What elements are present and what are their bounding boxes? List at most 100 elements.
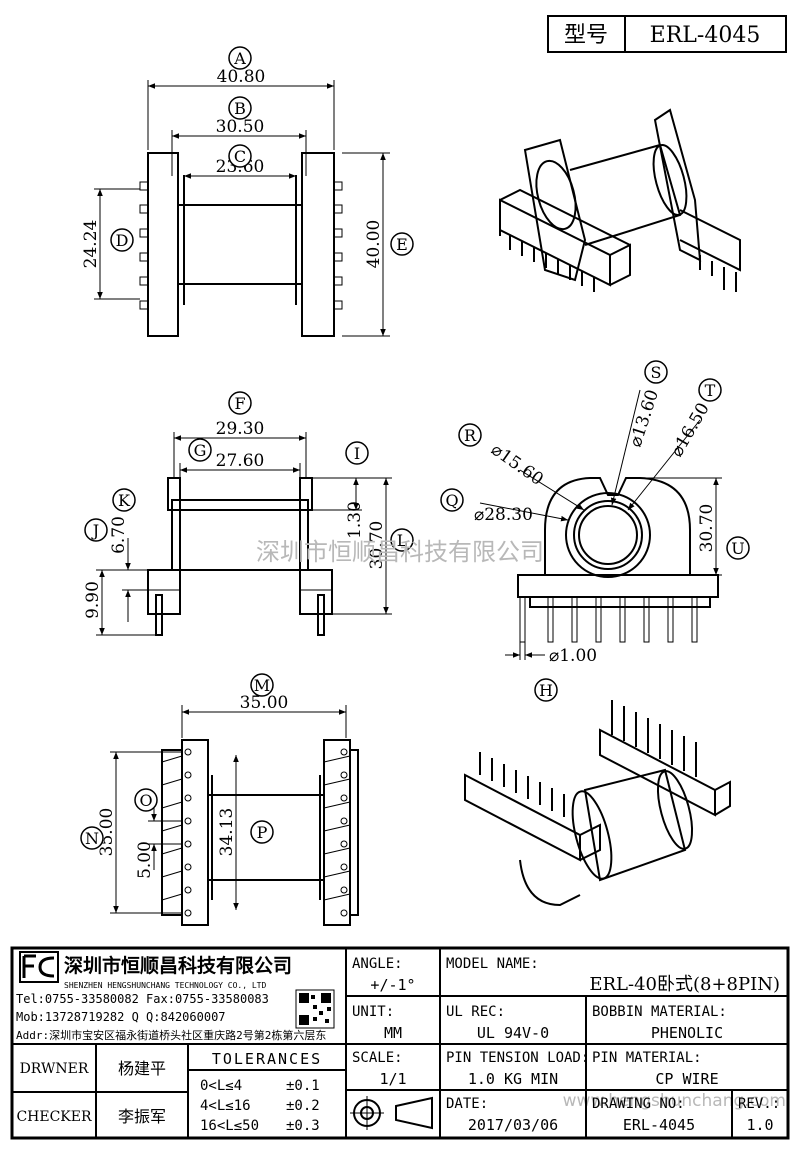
checker-label: CHECKER [16,1109,92,1125]
bottom-view-pins [161,748,351,917]
dim-F: 29.30 [216,419,265,439]
bobbin-material-value: PHENOLIC [651,1024,723,1042]
dim-Q: ⌀28.30 [474,505,533,525]
callout-i: I [345,441,369,465]
scale-value: 1/1 [379,1070,406,1088]
callout-letter: I [354,444,360,463]
drawing-no-label: DRAWING NO: [592,1096,685,1112]
dim-I: 1.30 [345,501,365,539]
unit-label: UNIT: [352,1004,394,1020]
watermark-url: www.hengshunchang.com [563,1091,786,1111]
end-view-pins [519,596,698,643]
callout-t: T [698,378,722,402]
callout-s: S [644,360,668,384]
date-value: 2017/03/06 [468,1116,558,1134]
tol-value-2: ±0.3 [286,1118,320,1134]
angle-value: +/-1° [370,976,415,994]
left-flange [147,152,179,337]
pin-tension-value: 1.0 KG MIN [468,1070,558,1088]
pin-material-value: CP WIRE [655,1070,718,1088]
dim-L: 30.70 [367,521,387,570]
dim-G: 27.60 [216,451,265,471]
callout-p: P [250,820,274,844]
callout-letter: F [234,394,245,413]
company-name: 深圳市恒顺昌科技有限公司 [64,954,292,977]
flange-circle [565,492,651,578]
watermark-text: 深圳市恒顺昌科技有限公司 [256,538,544,566]
callout-a: A [228,46,252,70]
end-view: ⌀28.30 ⌀15.60 ⌀13.60 ⌀16.50 30.70 ⌀1.00 [474,387,722,666]
dim-T: ⌀16.50 [667,399,714,460]
checker-name: 李振军 [118,1107,166,1126]
dim-A: 40.80 [217,67,266,87]
tol-range-0: 0<L≤4 [200,1078,242,1094]
isometric-view-top [499,108,741,292]
dim-O: 5.00 [135,841,155,879]
rev-label: REV.: [738,1096,780,1112]
tol-value-1: ±0.2 [286,1098,320,1114]
callout-r: R [458,423,482,447]
dim-E: 40.00 [364,220,384,269]
dim-K: 9.90 [83,581,103,619]
callout-k: K [112,488,136,512]
callout-letter: D [116,231,129,250]
callout-letter: L [397,531,408,550]
callout-letter: U [731,539,744,558]
callout-d: D [110,228,134,252]
callout-letter: S [651,363,662,382]
callout-u: U [726,536,750,560]
callout-letter: J [91,521,99,540]
callout-o: O [134,788,158,812]
qr-code [295,989,335,1029]
unit-value: MM [384,1024,402,1042]
callout-f: F [228,391,252,415]
callout-e: E [390,232,414,256]
company-name-en: SHENZHEN HENGSHUNCHANG TECHNOLOGY CO., L… [64,981,266,990]
ul-rec-value: UL 94V-0 [477,1024,549,1042]
dim-P: 34.13 [217,808,237,857]
callout-letter: H [539,681,553,700]
tol-range-2: 16<L≤50 [200,1118,259,1134]
model-number: ERL-4045 [650,23,761,48]
callout-letter: C [234,147,246,166]
company-tel: Tel:0755-33580082 Fax:0755-33580083 [16,992,269,1006]
callout-letter: B [234,99,246,118]
bottom-view: 35.00 35.00 5.00 34.13 [97,693,359,926]
callout-g: G [188,438,212,462]
pin-material-label: PIN MATERIAL: [592,1050,702,1066]
callout-letter: K [118,491,131,510]
dim-pin: ⌀1.00 [549,646,597,666]
dim-D: 24.24 [81,220,101,269]
dim-U: 30.70 [697,504,717,553]
callout-l: L [390,528,414,552]
dim-R: ⌀15.60 [487,440,547,490]
company-logo [19,951,59,983]
dim-M: 35.00 [240,693,289,713]
right-flange [301,152,335,337]
projection-symbol-icon [350,1096,433,1130]
side-view: 29.30 27.60 1.30 30.70 6.70 9.90 [83,419,392,636]
dim-J: 6.70 [109,516,129,554]
rev-value: 1.0 [746,1116,773,1134]
callout-letter: Q [445,491,458,510]
callout-letter: G [194,441,207,460]
tol-range-1: 4<L≤16 [200,1098,251,1114]
drawer-label: DRWNER [20,1061,89,1077]
callout-q: Q [440,488,464,512]
callout-m: M [250,673,274,697]
callout-letter: P [257,823,268,842]
callout-letter: A [233,49,246,68]
company-mob: Mob:13728719282 Q Q:842060007 [16,1010,226,1024]
callout-j: J [84,518,108,542]
callout-c: C [228,144,252,168]
tolerances-title: TOLERANCES [212,1050,322,1068]
callout-letter: M [254,676,270,695]
callout-letter: T [705,381,716,400]
callout-letter: O [139,791,152,810]
ul-rec-label: UL REC: [446,1004,505,1020]
model-name-label: MODEL NAME: [446,956,539,972]
title-block: 深圳市恒顺昌科技有限公司 SHENZHEN HENGSHUNCHANG TECH… [10,946,790,1140]
tolerance-table: 0<L≤4 ±0.1 4<L≤16 ±0.2 16<L≤50 ±0.3 [200,1078,320,1134]
